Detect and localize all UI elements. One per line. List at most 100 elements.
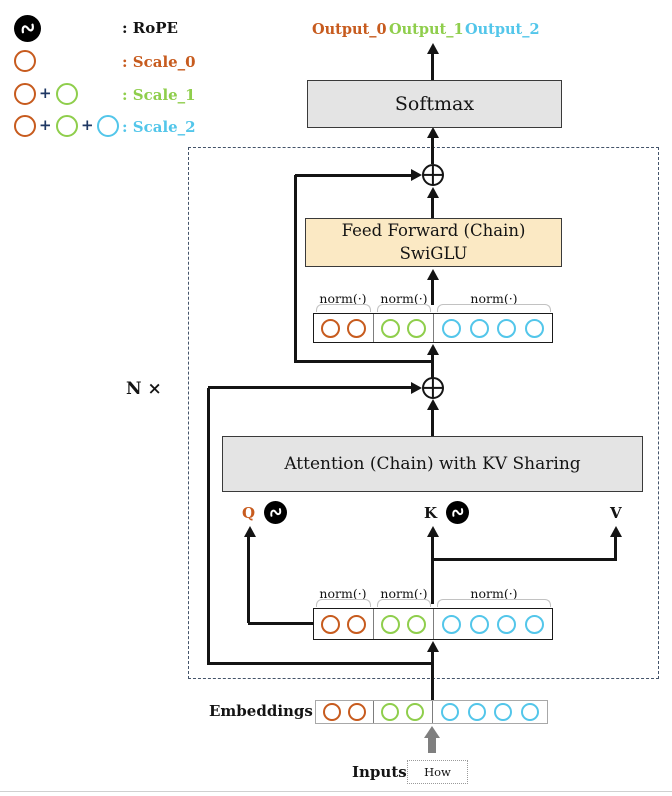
blue-circle [442,614,462,634]
scale-segment-blue [433,314,552,342]
arrowhead-up [244,526,256,537]
green-circle [407,614,426,634]
residual-line [207,388,210,664]
norm-bracket [316,599,371,607]
scale-segment-blue [433,609,552,639]
norm-bracket [316,304,371,312]
output0-label: Output_0 [312,21,387,38]
feed-forward-block: Feed Forward (Chain) SwiGLU [305,218,562,267]
blue-circle [469,614,489,634]
arrowhead-right [411,169,422,181]
norm-bracket [437,304,551,312]
v-line [431,558,617,561]
figure-bottom-rule [0,791,672,792]
residual-line [295,174,417,177]
green-circle [407,318,426,338]
scale-segment-green [373,701,431,723]
q-label: Q [242,504,256,522]
output2-label: Output_2 [465,21,540,38]
green-circle [381,318,400,338]
feed-forward-label-line2: SwiGLU [399,243,468,263]
q-line [247,537,250,623]
add-node [422,164,444,186]
inputs-label: Inputs [352,763,407,781]
norm-label: norm(·) [470,586,518,601]
scale-segment-green [373,314,433,342]
arrowhead-up [427,127,439,138]
arrowhead-up [427,399,439,410]
arrowhead-up [427,187,439,198]
blue-circle [97,115,119,137]
attention-block: Attention (Chain) with KV Sharing [222,436,643,492]
plus-sign: + [81,116,94,134]
orange-circle [323,703,342,721]
arrowhead-right [411,382,422,394]
output1-label: Output_1 [389,21,464,38]
sine-wave-icon [452,508,464,517]
orange-circle [321,614,340,634]
scale-segment-orange [316,701,373,723]
green-circle [406,703,425,721]
feed-forward-label-line1: Feed Forward (Chain) [341,221,526,241]
orange-circle [14,83,36,105]
orange-circle [321,318,340,338]
gray-arrow-shaft [428,738,436,753]
norm-label: norm(·) [380,586,428,601]
blue-circle [442,318,462,338]
blue-circle [494,703,512,721]
sine-wave-icon [270,508,282,517]
sine-wave-icon [21,23,34,34]
add-node [422,377,444,399]
softmax-label: Softmax [394,93,475,115]
green-circle [56,83,78,105]
hidden-state-row-lower [313,608,553,640]
residual-line [294,175,297,362]
blue-circle [524,614,544,634]
norm-label: norm(·) [470,291,518,306]
legend-scale0-label: : Scale_0 [122,53,196,71]
residual-line [208,386,412,389]
embeddings-row [315,700,548,724]
v-line [614,537,617,560]
orange-circle [348,703,367,721]
input-token-box: How [407,760,468,784]
embeddings-label: Embeddings [209,702,313,720]
softmax-block: Softmax [307,80,562,128]
arrowhead-up [427,344,439,355]
arrow-line [431,409,434,436]
norm-label: norm(·) [319,586,367,601]
rope-icon [14,15,41,42]
arrowhead-up [427,269,439,280]
arrowhead-up [427,641,439,652]
arrowhead-up [427,526,439,537]
orange-circle [14,50,36,72]
blue-circle [467,703,486,721]
norm-label: norm(·) [319,291,367,306]
k-label: K [424,504,438,522]
blue-circle [469,318,489,338]
norm-bracket [437,599,551,607]
plus-sign: + [39,84,52,102]
orange-circle [347,318,366,338]
legend-rope-label: : RoPE [122,19,178,37]
blue-circle [524,318,544,338]
arrow-line [431,196,434,218]
q-line [248,622,313,625]
arrow-line [431,354,434,378]
k-line [431,537,434,604]
rope-icon [264,501,287,524]
arrow-line [431,53,434,80]
green-circle [381,614,400,634]
norm-bracket [377,304,431,312]
norm-label: norm(·) [380,291,428,306]
green-circle [56,115,78,137]
norm-bracket [377,599,431,607]
scale-segment-blue [431,701,548,723]
blue-circle [497,318,517,338]
scale-segment-green [373,609,433,639]
arrow-line [431,137,434,164]
legend-scale2-label: : Scale_2 [122,118,196,136]
blue-circle [497,614,517,634]
v-label: V [610,504,622,522]
